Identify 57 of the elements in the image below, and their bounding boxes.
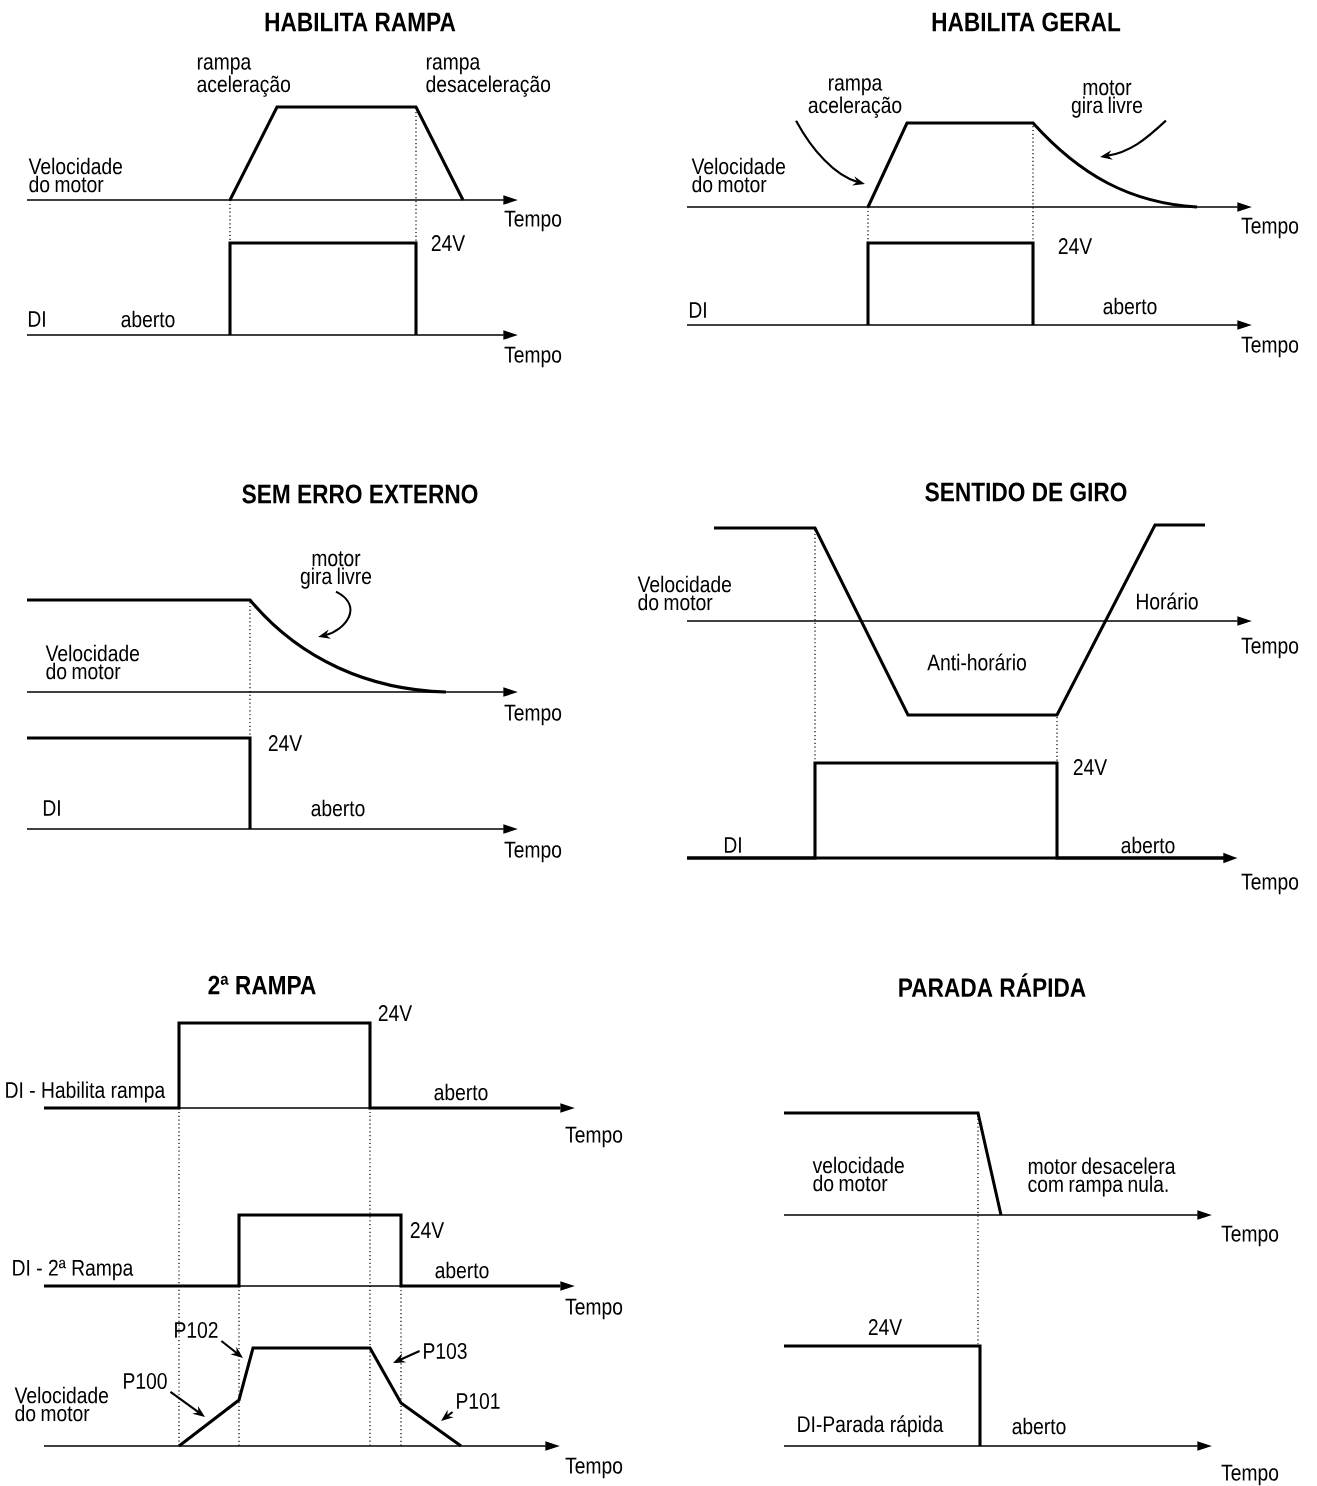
signal-label: Velocidade do motor bbox=[637, 575, 731, 611]
panel-title: SENTIDO DE GIRO bbox=[925, 482, 1127, 502]
axis-label: Tempo bbox=[1241, 637, 1299, 659]
signal-label: DI bbox=[724, 837, 741, 853]
voltage-label: 24V bbox=[410, 1222, 445, 1238]
voltage-label: 24V bbox=[431, 235, 466, 251]
state-label: aberto bbox=[1012, 1417, 1066, 1435]
state-label: aberto bbox=[1121, 836, 1175, 854]
annotation-text: rampa desaceleração bbox=[426, 57, 551, 97]
annotation-text: rampa aceleração bbox=[197, 57, 291, 97]
speed-curve bbox=[866, 121, 1198, 209]
panel-title: PARADA RÁPIDA bbox=[899, 973, 1086, 997]
parameter-label: P101 bbox=[457, 1393, 500, 1410]
axis-label: Tempo bbox=[504, 704, 562, 726]
axis-label: Tempo bbox=[565, 1126, 623, 1148]
voltage-label: 24V bbox=[268, 735, 303, 751]
parameter-label: P103 bbox=[424, 1343, 467, 1360]
signal-label: DI bbox=[689, 302, 706, 318]
signal-label: Velocidade do motor bbox=[14, 1386, 108, 1422]
signal-label: DI - Habilita rampa bbox=[6, 1081, 166, 1103]
signal-label: velocidade do motor bbox=[812, 1156, 904, 1192]
axis-label: Tempo bbox=[504, 210, 562, 232]
signal-label: Velocidade do motor bbox=[45, 644, 139, 680]
voltage-label: 24V bbox=[868, 1319, 903, 1335]
state-label: aberto bbox=[434, 1083, 488, 1101]
callout-text: rampa aceleração bbox=[808, 78, 902, 118]
state-label: aberto bbox=[435, 1261, 489, 1279]
parameter-label: P102 bbox=[175, 1322, 218, 1339]
parameter-label: P100 bbox=[124, 1373, 167, 1390]
signal-label: DI bbox=[43, 800, 60, 816]
voltage-label: 24V bbox=[1058, 238, 1093, 254]
axis-label: Tempo bbox=[1221, 1225, 1279, 1247]
state-label: aberto bbox=[311, 799, 365, 817]
state-label: Anti-horário bbox=[927, 653, 1026, 671]
voltage-label: 24V bbox=[1073, 759, 1108, 775]
axis-label: Tempo bbox=[1241, 336, 1299, 358]
state-label: Horário bbox=[1137, 592, 1198, 610]
signal-label: DI bbox=[28, 311, 45, 327]
callout-text: motor gira livre bbox=[1071, 80, 1143, 118]
axis-label: Tempo bbox=[1241, 873, 1299, 895]
state-label: aberto bbox=[121, 310, 175, 328]
panel-title: 2ª RAMPA bbox=[208, 975, 316, 995]
axis-label: Tempo bbox=[1221, 1464, 1279, 1486]
axis-label: Tempo bbox=[504, 346, 562, 368]
axis-label: Tempo bbox=[504, 841, 562, 863]
signal-label: Velocidade do motor bbox=[691, 157, 785, 193]
signal-label: DI-Parada rápida bbox=[798, 1415, 944, 1437]
speed-curve bbox=[27, 598, 447, 694]
state-label: aberto bbox=[1103, 297, 1157, 315]
callout-text: motor gira livre bbox=[300, 551, 372, 589]
axis-label: Tempo bbox=[565, 1457, 623, 1479]
panel-title: HABILITA RAMPA bbox=[265, 12, 456, 32]
axis-label: Tempo bbox=[1241, 217, 1299, 239]
axis-label: Tempo bbox=[565, 1298, 623, 1320]
signal-label: Velocidade do motor bbox=[28, 157, 122, 193]
voltage-label: 24V bbox=[378, 1005, 413, 1021]
annotation-text: motor desacelera com rampa nula. bbox=[1028, 1157, 1176, 1197]
